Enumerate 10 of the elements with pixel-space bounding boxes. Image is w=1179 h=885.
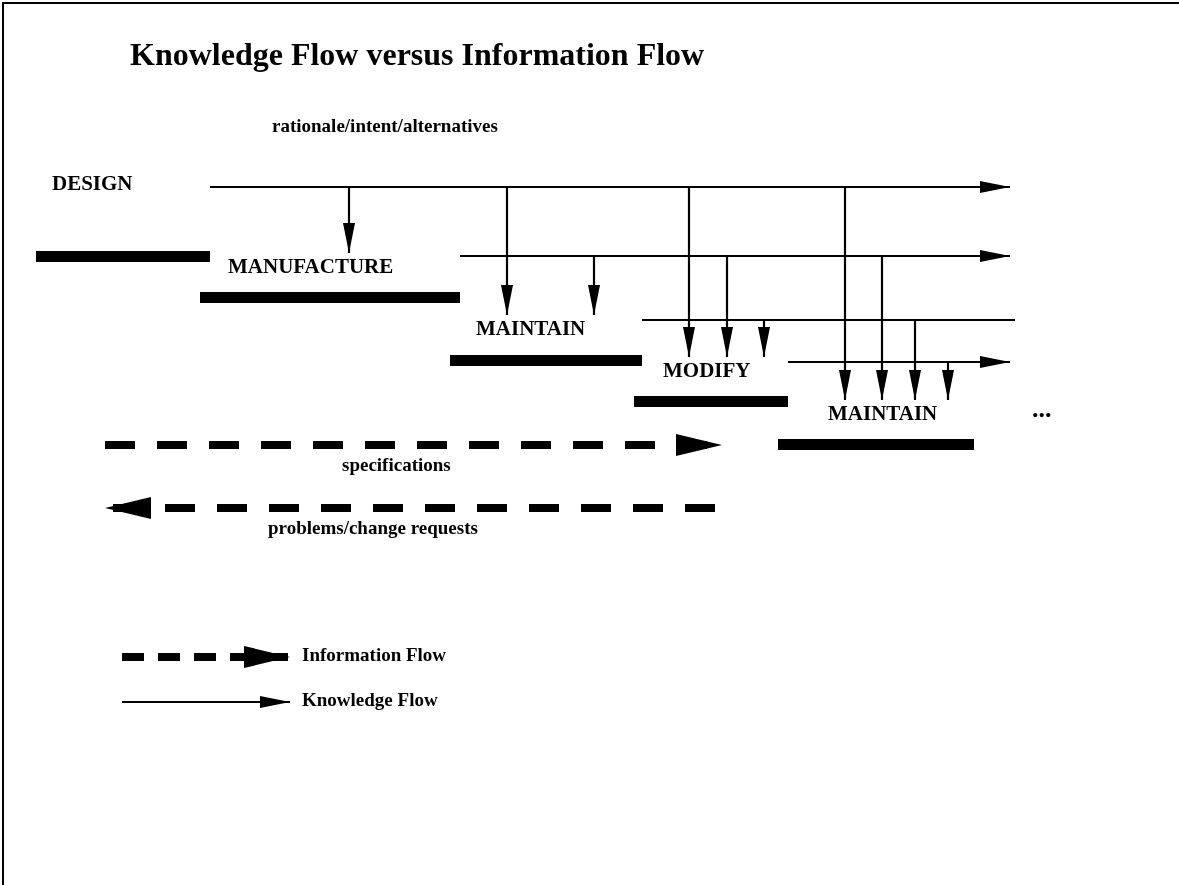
phase-label: MAINTAIN (476, 316, 586, 340)
knowledge-flow-arrow (210, 181, 1010, 193)
knowledge-flow-arrow (460, 250, 1010, 262)
title: Knowledge Flow versus Information Flow (130, 36, 705, 73)
phase-label: MANUFACTURE (228, 254, 394, 278)
phase-label: DESIGN (52, 171, 133, 195)
knowledge-flow-line (642, 318, 1015, 322)
phase-label: MAINTAIN (828, 401, 938, 425)
knowledge-flow-arrow (788, 356, 1010, 368)
phase-label: MODIFY (663, 358, 751, 382)
